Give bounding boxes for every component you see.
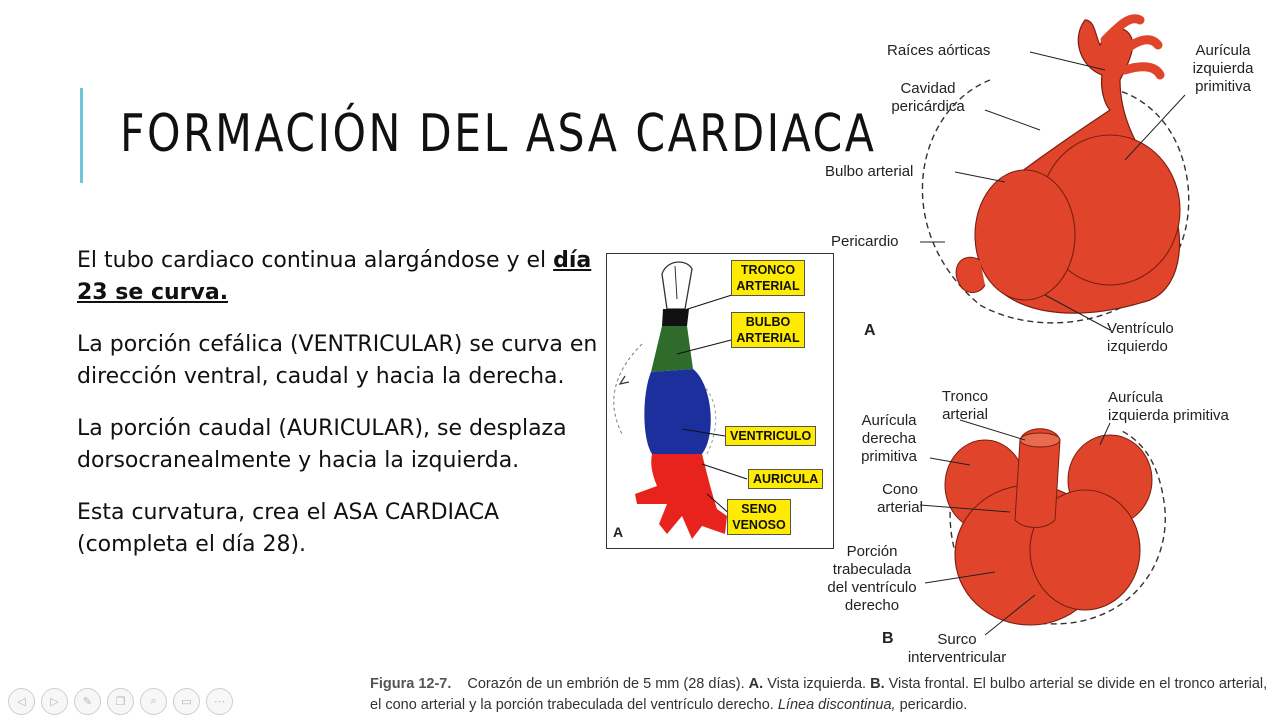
label-porcion-trabeculada: Porción trabeculada del ventrículo derec… — [817, 543, 927, 615]
prev-icon[interactable]: ◁ — [8, 688, 35, 715]
caption-text-4: pericardio. — [895, 697, 968, 713]
label-bulbo-arterial-a: Bulbo arterial — [825, 163, 914, 180]
label-cono-arterial: Cono arterial — [860, 481, 940, 517]
caption-label-b: B. — [870, 676, 885, 692]
label-porcion-line-1: Porción — [846, 543, 898, 560]
title-accent-line — [80, 88, 83, 183]
figure-letter-a: A — [864, 322, 876, 339]
embryonic-heart-illustration — [919, 14, 1190, 636]
label-tronco-arterial-b: Tronco arterial — [925, 388, 1005, 424]
label-surco-interventricular: Surco interventricular — [897, 631, 1017, 667]
label-auricula-derecha: Aurícula derecha primitiva — [850, 412, 928, 466]
label-tronco-arterial: TRONCO ARTERIAL — [731, 260, 805, 296]
label-cavidad-line-1: Cavidad — [900, 80, 956, 97]
label-tronco-b-line-1: Tronco — [941, 388, 989, 405]
label-tronco-b-line-2: arterial — [942, 406, 988, 423]
paragraph-1-text: El tubo cardiaco continua alargándose y … — [77, 248, 554, 273]
label-aur-der-line-2: derecha — [861, 430, 917, 447]
slideshow-toolbar: ◁ ▷ ✎ ❐ ⌕ ▭ ⋯ — [8, 688, 233, 715]
figure-letter-b: B — [882, 630, 894, 647]
slide-body: El tubo cardiaco continua alargándose y … — [77, 245, 607, 581]
caption-figure-number: Figura 12-7. — [370, 676, 452, 692]
slide-title: FORMACIÓN DEL ASA CARDIACA — [120, 104, 877, 164]
copy-icon[interactable]: ❐ — [107, 688, 134, 715]
caption-italic: Línea discontinua, — [777, 697, 896, 713]
subtitles-icon[interactable]: ▭ — [173, 688, 200, 715]
paragraph-4: Esta curvatura, crea el ASA CARDIACA (co… — [77, 500, 500, 557]
label-auricula-a-line-2: izquierda — [1192, 60, 1254, 77]
paragraph-1: El tubo cardiaco continua alargándose y … — [77, 245, 607, 309]
label-seno-venoso: SENO VENOSO — [727, 499, 791, 535]
label-porcion-line-3: del ventrículo — [827, 579, 917, 596]
label-ventriculo-line-1: Ventrículo — [1107, 320, 1174, 337]
paragraph-1-emphasis: día 23 se curva. — [77, 248, 592, 305]
label-aur-der-line-1: Aurícula — [861, 412, 917, 429]
label-porcion-line-2: trabeculada — [832, 561, 912, 578]
label-raices-aorticas: Raíces aórticas — [887, 42, 991, 59]
zoom-icon[interactable]: ⌕ — [140, 688, 167, 715]
label-aur-izq-b-line-1: Aurícula — [1108, 389, 1164, 406]
caption-text-2: Vista izquierda. — [763, 676, 867, 692]
label-aur-izq-b-line-2: izquierda primitiva — [1108, 407, 1229, 424]
label-auricula-a-line-3: primitiva — [1195, 78, 1251, 95]
label-cavidad-pericardica: Cavidad pericárdica — [878, 80, 978, 116]
label-bulbo-arterial: BULBO ARTERIAL — [731, 312, 805, 348]
more-icon[interactable]: ⋯ — [206, 688, 233, 715]
label-ventriculo: VENTRICULO — [725, 426, 817, 446]
label-porcion-line-4: derecho — [844, 597, 900, 614]
label-pericardio: Pericardio — [831, 233, 899, 250]
caption-label-a: A. — [748, 676, 764, 692]
next-icon[interactable]: ▷ — [41, 688, 68, 715]
label-surco-line-2: interventricular — [907, 649, 1007, 666]
label-auricula: AURICULA — [748, 469, 824, 489]
figure-caption: Figura 12-7. Corazón de un embrión de 5 m… — [370, 674, 1270, 716]
label-cavidad-line-2: pericárdica — [891, 98, 965, 115]
label-auricula-a-line-1: Aurícula — [1195, 42, 1251, 59]
label-ventriculo-izquierdo: Ventrículo izquierdo — [1107, 320, 1174, 356]
caption-text-3: Vista frontal. El bulbo arterial se divi… — [370, 676, 1268, 713]
heart-tube-illustration — [613, 261, 748, 539]
diagram-letter-a: A — [613, 524, 624, 540]
paragraph-2: La porción cefálica (VENTRICULAR) se cur… — [77, 332, 598, 389]
pen-icon[interactable]: ✎ — [74, 688, 101, 715]
heart-tube-diagram: TRONCO ARTERIAL BULBO ARTERIAL VENTRICUL… — [606, 253, 834, 549]
label-cono-line-2: arterial — [877, 499, 923, 516]
paragraph-3: La porción caudal (AURICULAR), se despla… — [77, 416, 567, 473]
label-auricula-izquierda-a: Aurícula izquierda primitiva — [1178, 42, 1268, 96]
label-ventriculo-line-2: izquierdo — [1107, 338, 1168, 355]
label-auricula-izquierda-b: Aurícula izquierda primitiva — [1108, 389, 1229, 425]
label-cono-line-1: Cono — [882, 481, 918, 498]
label-surco-line-1: Surco — [937, 631, 977, 648]
caption-text-1: Corazón de un embrión de 5 mm (28 días). — [467, 676, 745, 692]
label-aur-der-line-3: primitiva — [861, 448, 917, 465]
